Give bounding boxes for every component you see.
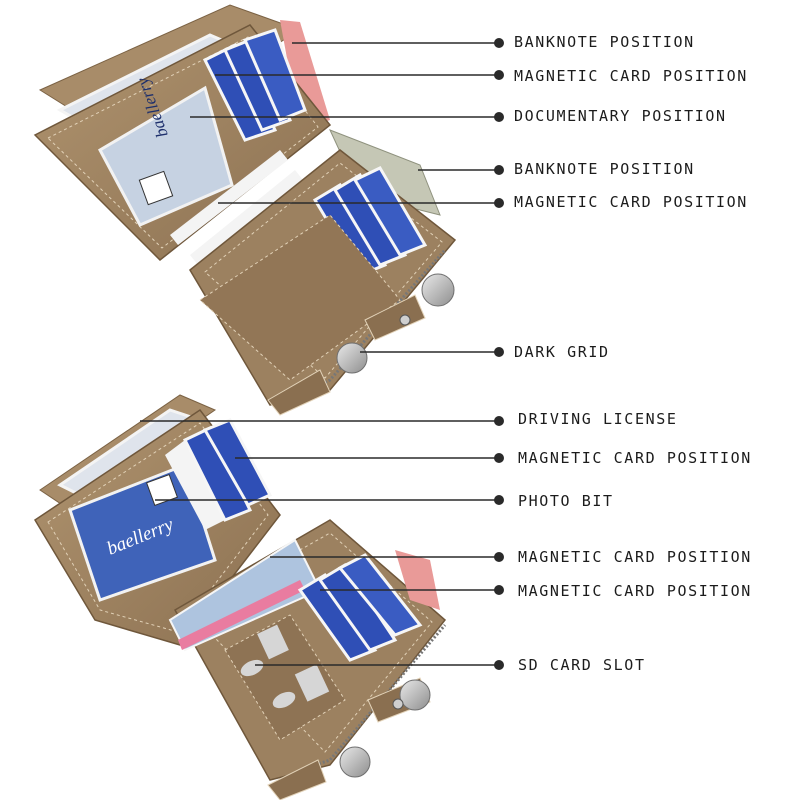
bottom-zip-tab-bottom <box>267 759 327 800</box>
top-coin-2 <box>336 342 368 374</box>
bottom-banknote-pink <box>395 550 440 610</box>
top-right-card-3 <box>352 166 428 257</box>
top-dark-grid-pocket <box>199 214 401 381</box>
bottom-sd-slot-3 <box>240 659 264 677</box>
top-id-card-window <box>98 85 234 227</box>
top-callouts-lines <box>190 42 499 353</box>
bottom-photo-card-qr <box>145 473 179 507</box>
top-zip-tab-bottom <box>267 369 331 416</box>
callout-dark-grid: DARK GRID <box>514 343 610 361</box>
top-zipper <box>299 249 447 397</box>
callout-magnetic-card-position-3: MAGNETIC CARD POSITION <box>518 449 752 467</box>
top-callout-dots <box>494 38 504 357</box>
bottom-right-card-2 <box>317 562 398 652</box>
top-card-stripe-2 <box>190 170 303 265</box>
bottom-callouts-lines <box>140 420 499 666</box>
top-card-stripe-1 <box>170 150 288 245</box>
bottom-callout-dots <box>494 416 504 670</box>
callout-banknote-position-1: BANKNOTE POSITION <box>514 33 695 51</box>
top-wallet-photo: baellerry <box>33 4 457 416</box>
callout-magnetic-card-position-5: MAGNETIC CARD POSITION <box>518 582 752 600</box>
bottom-wallet-photo: baellerry <box>33 394 447 800</box>
top-wallet-left-stitch <box>47 36 319 249</box>
callout-photo-bit: PHOTO BIT <box>518 492 614 510</box>
callout-sd-card-slot: SD CARD SLOT <box>518 656 646 674</box>
bottom-snap-button <box>392 698 404 710</box>
bottom-right-card-3 <box>337 553 423 637</box>
callout-magnetic-card-position-2: MAGNETIC CARD POSITION <box>514 193 748 211</box>
bottom-zipper <box>299 624 447 772</box>
callout-magnetic-card-position-1: MAGNETIC CARD POSITION <box>514 67 748 85</box>
bottom-card-slot-2 <box>182 426 253 522</box>
top-zip-tab <box>364 294 426 341</box>
top-snap-button <box>399 314 411 326</box>
bottom-sd-slot-4 <box>272 691 296 709</box>
bottom-card-slot-3 <box>202 418 273 507</box>
top-right-card-2 <box>332 172 408 267</box>
bottom-right-card-1 <box>297 572 378 662</box>
bottom-sd-slot-2 <box>294 664 330 702</box>
bottom-sd-slot-1 <box>257 624 289 660</box>
bottom-coin-2 <box>339 746 371 778</box>
callout-driving-license: DRIVING LICENSE <box>518 410 678 428</box>
bottom-coin-1 <box>399 679 431 711</box>
top-coin-1 <box>421 273 455 307</box>
bottom-credit-card-stripe <box>178 580 305 650</box>
bottom-card-slot-1 <box>165 440 225 530</box>
callout-magnetic-card-position-4: MAGNETIC CARD POSITION <box>518 548 752 566</box>
bottom-wallet-left-stitch <box>47 422 269 633</box>
bottom-sd-card-panel <box>224 614 346 741</box>
callout-banknote-position-2: BANKNOTE POSITION <box>514 160 695 178</box>
top-id-card-qr <box>138 170 174 206</box>
bottom-photo-card <box>68 463 217 602</box>
callout-documentary-position: DOCUMENTARY POSITION <box>514 107 727 125</box>
